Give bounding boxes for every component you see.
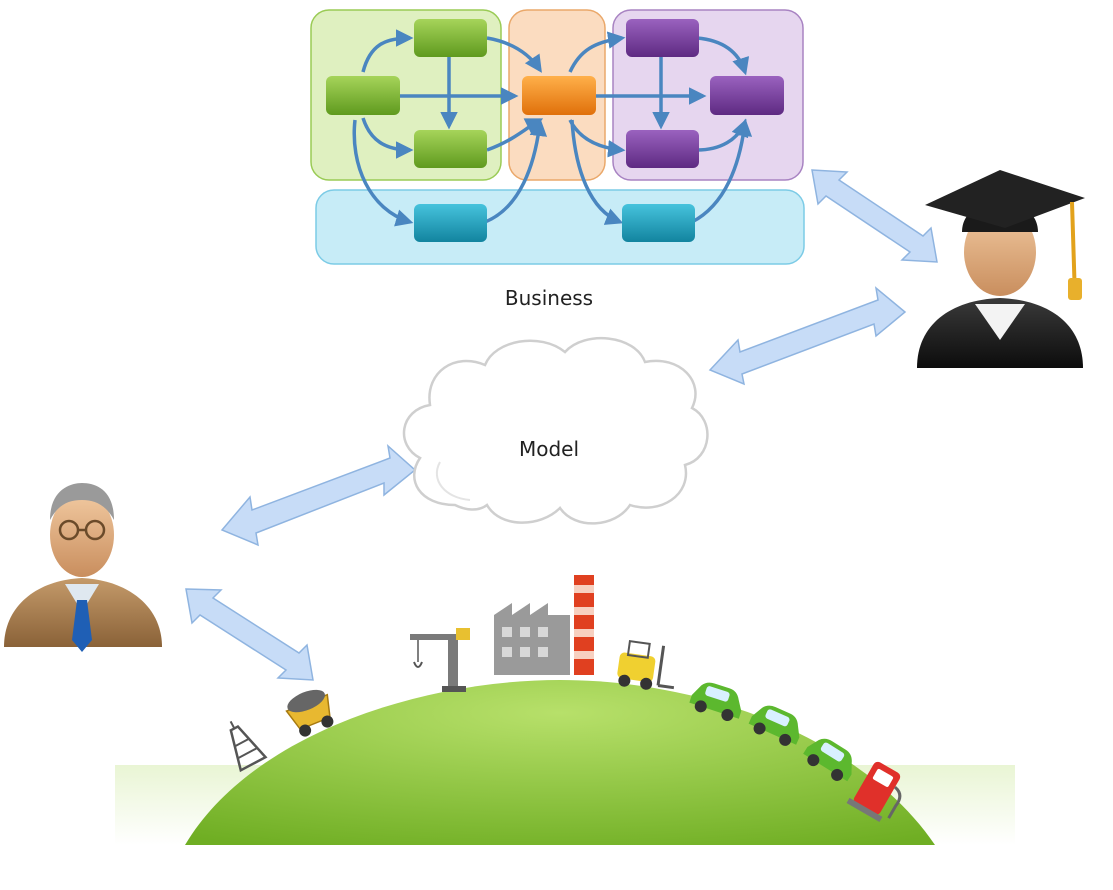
process-model-diagram (310, 9, 805, 265)
business-model-cloud: Business Model (402, 286, 709, 525)
arrow-diagram-graduate (811, 169, 938, 263)
cloud-label-line1: Business (505, 286, 593, 310)
mining-cart-icon (285, 689, 334, 737)
connector-arrows (185, 169, 938, 681)
businessman-person-icon (4, 483, 162, 652)
graduate-person-icon (917, 170, 1085, 368)
green-node-top (414, 19, 487, 57)
green-hill (185, 680, 935, 845)
arrow-graduate-cloud (708, 286, 907, 386)
purple-node-end (710, 76, 784, 115)
cloud-label-line2: Model (519, 437, 579, 461)
world-scene (115, 575, 1015, 845)
forklift-icon (617, 639, 675, 690)
crane-icon (410, 628, 470, 692)
factory-icon (494, 575, 594, 675)
oil-derrick-icon (229, 720, 268, 773)
zone-cyan (315, 189, 805, 265)
green-node-start (326, 76, 400, 115)
flow-arrows (352, 29, 753, 227)
car-icon (689, 682, 742, 721)
cyan-node-left (414, 204, 487, 242)
cyan-node-right (622, 204, 695, 242)
fuel-pump-icon (846, 761, 902, 823)
purple-node-bottom (626, 130, 699, 168)
car-icon (803, 738, 852, 782)
arrow-businessman-world (185, 588, 314, 681)
car-icon (748, 705, 800, 746)
green-node-bottom (414, 130, 487, 168)
arrow-cloud-businessman (220, 444, 417, 547)
purple-node-top (626, 19, 699, 57)
orange-node-hub (522, 76, 596, 115)
